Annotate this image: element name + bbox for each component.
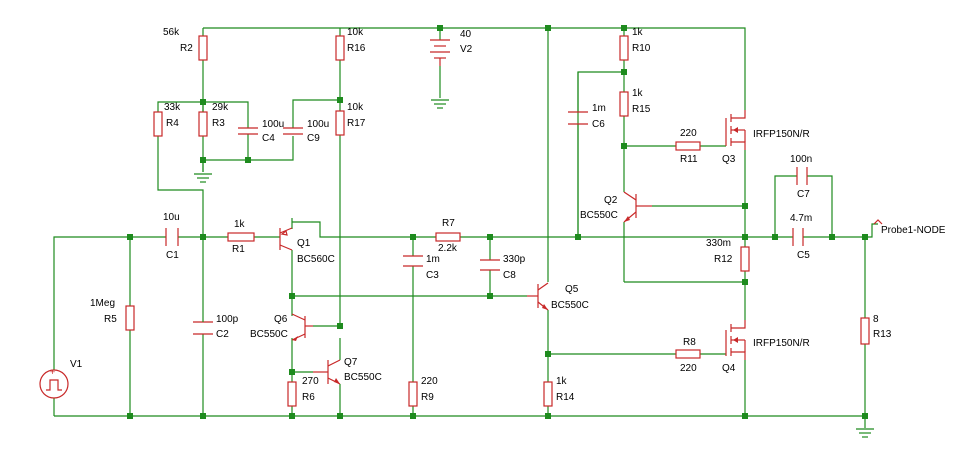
r12-name: R12 [714,254,733,265]
sources: + [39,39,450,399]
r11-value: 220 [680,128,697,139]
q1-name: Q1 [297,238,311,249]
r16-resistor-body [335,35,345,61]
resistors [125,35,870,407]
r12-resistor-body [740,246,750,272]
svg-text:+: + [50,367,55,377]
r17-resistor-body [335,110,345,136]
q5-part: BC550C [551,300,589,311]
r6-name: R6 [302,392,315,403]
q3-name: Q3 [722,154,736,165]
r4-name: R4 [166,118,179,129]
r4-value: 33k [164,102,181,113]
r7-name: R7 [442,218,455,229]
r5-resistor-body [125,305,135,331]
r16-name: R16 [347,43,366,54]
probe-label: Probe1-NODE [881,225,946,236]
c4-name: C4 [262,133,275,144]
r14-value: 1k [556,376,568,387]
r13-name: R13 [873,329,892,340]
r8-value: 220 [680,363,697,374]
r13-value: 8 [873,314,879,325]
q6-part: BC550C [250,329,288,340]
r3-resistor-body [198,111,208,137]
r11-name: R11 [680,154,698,165]
r17-value: 10k [347,102,364,113]
capacitors [165,111,808,335]
q7-part: BC550C [344,372,382,383]
r8-resistor-body [675,349,701,359]
r4-resistor-body [153,111,163,137]
c2-name: C2 [216,329,229,340]
r2-value: 56k [163,27,180,38]
transistors [279,191,652,385]
r9-name: R9 [421,392,434,403]
c9-name: C9 [307,133,320,144]
r8-name: R8 [683,337,696,348]
c7-value: 100n [790,154,812,165]
c5-name: C5 [797,250,810,261]
r3-name: R3 [212,118,225,129]
c6-value: 1m [592,103,606,114]
c8-name: C8 [503,270,516,281]
q6-name: Q6 [274,314,288,325]
junctions [127,25,868,419]
q1-part: BC560C [297,254,335,265]
r1-resistor-body [227,232,255,242]
r17-name: R17 [347,118,366,129]
c4-value: 100u [262,119,284,130]
r9-resistor-body [408,381,418,407]
mosfets [725,110,746,360]
c9-value: 100u [307,119,329,130]
grounds [194,99,874,438]
v1-name: V1 [70,359,83,370]
r15-name: R15 [632,104,651,115]
v2-value: 40 [460,29,472,40]
q2-name: Q2 [604,195,618,206]
r13-resistor-body [860,317,870,345]
r5-value: 1Meg [90,298,115,309]
r11-resistor-body [675,141,701,151]
r16-value: 10k [347,27,364,38]
q4-name: Q4 [722,363,736,374]
r6-value: 270 [302,376,319,387]
r15-resistor-body [619,91,629,117]
c8-value: 330p [503,254,526,265]
r3-value: 29k [212,102,229,113]
r7-value: 2.2k [438,243,458,254]
r10-value: 1k [632,27,644,38]
r9-value: 220 [421,376,438,387]
c1-name: C1 [166,250,179,261]
c3-name: C3 [426,270,439,281]
c2-value: 100p [216,314,239,325]
r1-name: R1 [232,244,245,255]
r14-resistor-body [543,381,553,407]
r7-resistor-body [435,232,461,242]
r10-name: R10 [632,43,651,54]
r14-name: R14 [556,392,575,403]
labels: 56k R2 29k R3 33k R4 100u C4 100u C9 10k… [70,27,946,403]
r1-value: 1k [234,219,246,230]
r10-resistor-body [619,35,629,61]
c6-name: C6 [592,119,605,130]
r6-resistor-body [287,381,297,407]
c5-value: 4.7m [790,213,812,224]
c7-name: C7 [797,189,810,200]
v1-source-circle [39,369,69,399]
r2-name: R2 [180,43,193,54]
q3-part: IRFP150N/R [753,129,810,140]
r2-resistor-body [198,35,208,61]
q7-name: Q7 [344,357,358,368]
q2-part: BC550C [580,210,618,221]
q4-part: IRFP150N/R [753,338,810,349]
c3-value: 1m [426,254,440,265]
c1-value: 10u [163,212,180,223]
v2-name: V2 [460,44,473,55]
r5-name: R5 [104,314,117,325]
r15-value: 1k [632,88,644,99]
q5-name: Q5 [565,284,579,295]
probe-flag-icon [873,219,883,225]
r12-value: 330m [706,238,731,249]
